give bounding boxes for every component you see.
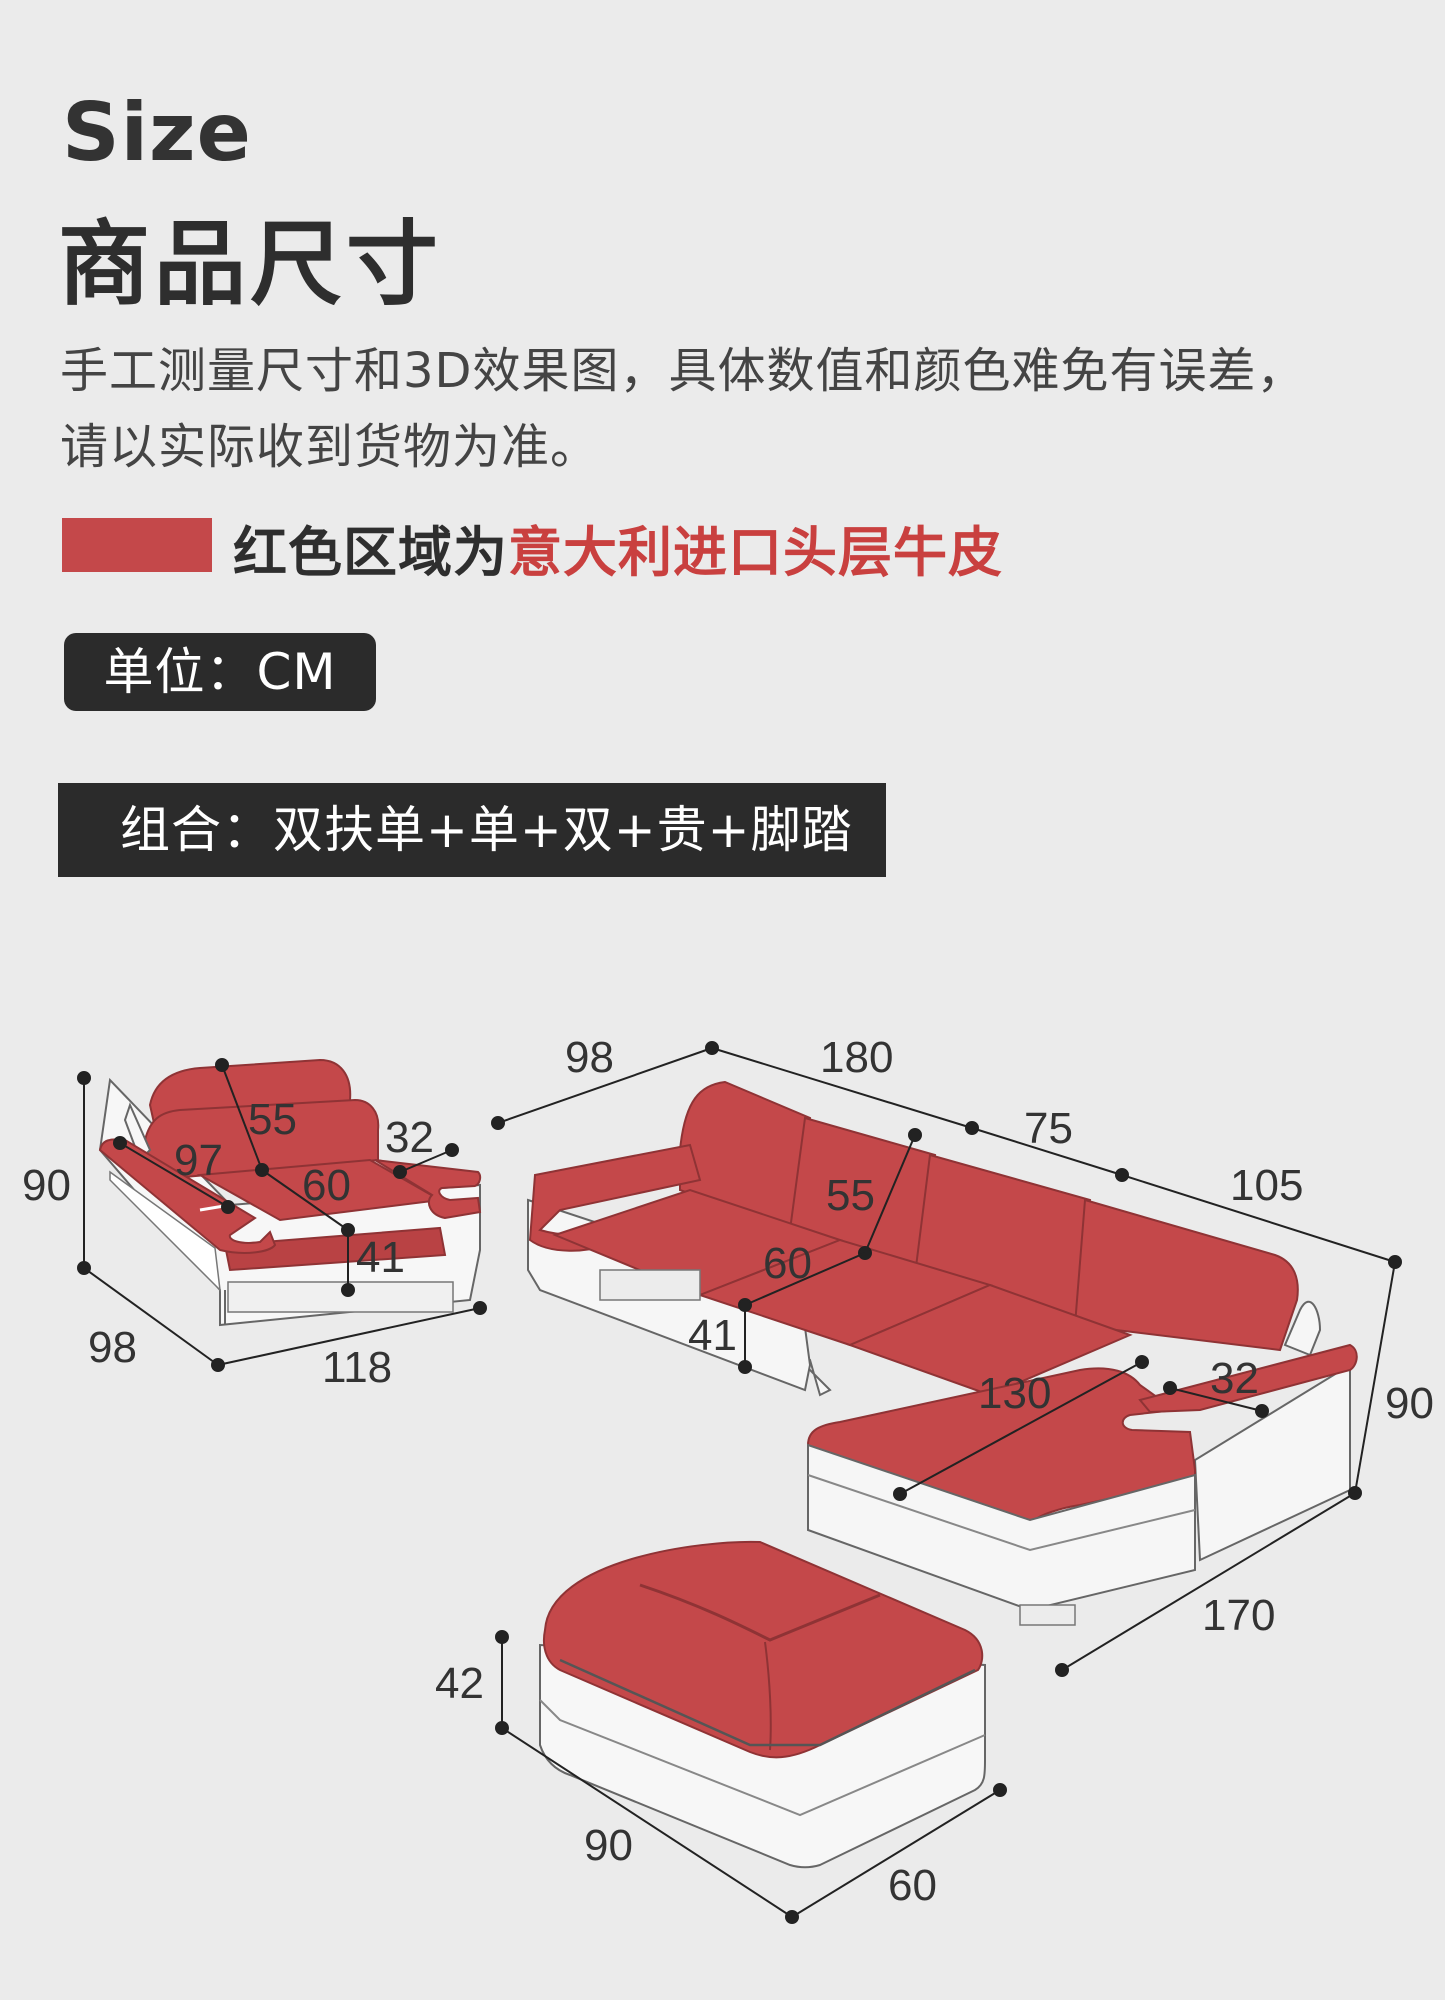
leather-legend: 红色区域为意大利进口头层牛皮 [233,508,1003,587]
sofa-chaise-length-label: 130 [978,1369,1051,1418]
ottoman-dimension-lines [495,1630,1007,1924]
chair-seat-height-label: 41 [356,1233,405,1282]
armchair-dimension-labels: 90 55 97 60 32 41 98 118 [22,1095,434,1392]
chair-arm-width-label: 32 [385,1113,434,1162]
legend-prefix: 红色区域为 [233,521,508,584]
sectional-dimension-labels: 98 180 75 105 55 60 41 130 32 90 170 [565,1033,1434,1640]
legend-highlight: 意大利进口头层牛皮 [508,521,1003,584]
ottoman-length-label: 90 [584,1821,633,1870]
ottoman-dimension-labels: 42 90 60 [435,1659,937,1910]
sofa-left-depth-label: 98 [565,1033,614,1082]
combination-bar: 组合：双扶单+单+双+贵+脚踏 [58,783,886,877]
sofa-seat-depth-label: 60 [763,1239,812,1288]
sofa-chaise-depth-label: 170 [1202,1591,1275,1640]
ottoman-height-label: 42 [435,1659,484,1708]
leather-color-swatch [62,518,212,572]
sofa-arm-width-label: 32 [1210,1354,1259,1403]
sectional-sofa-illustration [527,1080,1358,1626]
chair-depth-label: 98 [88,1323,137,1372]
sectional-dimension-lines [491,1041,1402,1677]
sofa-back-height-label: 55 [826,1171,875,1220]
sofa-right-width-label: 105 [1230,1161,1303,1210]
armchair-illustration [98,1058,482,1327]
armchair-dimension-lines [77,1058,487,1372]
page-title: 商品尺寸 [58,211,443,318]
sofa-top-width-label: 180 [820,1033,893,1082]
sofa-middle-width-label: 75 [1024,1104,1073,1153]
disclaimer-line-2: 请以实际收到货物为准。 [60,419,600,475]
chair-seat-depth-label: 60 [302,1161,351,1210]
disclaimer-line-1: 手工测量尺寸和3D效果图，具体数值和颜色难免有误差， [60,343,1306,399]
chair-seat-width-label: 97 [174,1136,223,1185]
chair-height-label: 90 [22,1161,71,1210]
chair-back-height-label: 55 [248,1095,297,1144]
ottoman-width-label: 60 [888,1861,937,1910]
measurement-disclaimer: 手工测量尺寸和3D效果图，具体数值和颜色难免有误差， 请以实际收到货物为准。 [60,333,1420,485]
size-heading: Size [62,86,252,179]
sofa-height-label: 90 [1385,1379,1434,1428]
sofa-seat-height-label: 41 [688,1311,737,1360]
ottoman-illustration [539,1540,986,1869]
chair-width-label: 118 [322,1343,392,1392]
unit-badge: 单位：CM [64,633,376,711]
